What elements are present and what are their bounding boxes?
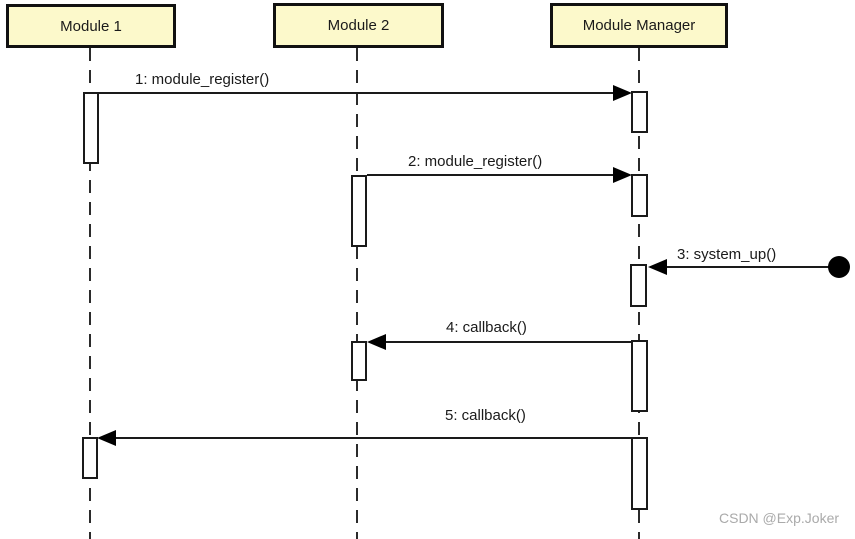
arrowhead-left-icon [648, 259, 667, 275]
actor-box-module-1: Module 1 [6, 4, 176, 48]
lifeline-module-1 [89, 48, 91, 539]
activation-bar-module-2-msg4 [351, 341, 367, 381]
activation-bar-module-manager-msg1 [631, 91, 648, 133]
actor-box-module-manager: Module Manager [550, 3, 728, 48]
actor-label: Module 2 [327, 17, 390, 34]
message-label-4: 4: callback() [446, 319, 527, 336]
found-message-dot-icon [828, 256, 850, 278]
activation-bar-module-manager-msg3 [630, 264, 647, 307]
activation-bar-module-1-msg1 [83, 92, 99, 164]
message-line-5 [115, 437, 632, 439]
actor-label: Module 1 [60, 17, 122, 35]
activation-bar-module-2-msg2 [351, 175, 367, 247]
lifeline-module-2 [356, 48, 358, 539]
message-label-5: 5: callback() [445, 407, 526, 424]
message-line-3 [666, 266, 839, 268]
activation-bar-module-manager-msg2 [631, 174, 648, 217]
actor-label: Module Manager [582, 17, 696, 34]
arrowhead-left-icon [97, 430, 116, 446]
activation-bar-module-1-msg5 [82, 437, 98, 479]
arrowhead-left-icon [367, 334, 386, 350]
actor-box-module-2: Module 2 [273, 3, 444, 48]
activation-bar-module-manager-msg5 [631, 437, 648, 510]
arrowhead-right-icon [613, 167, 632, 183]
message-label-2: 2: module_register() [408, 153, 543, 170]
activation-bar-module-manager-msg4 [631, 340, 648, 412]
message-line-2 [367, 174, 615, 176]
message-label-3: 3: system_up() [677, 246, 777, 263]
watermark: CSDN @Exp.Joker [719, 510, 840, 526]
message-label-1: 1: module_register() [135, 71, 270, 88]
message-line-1 [98, 92, 616, 94]
message-line-4 [385, 341, 632, 343]
arrowhead-right-icon [613, 85, 632, 101]
